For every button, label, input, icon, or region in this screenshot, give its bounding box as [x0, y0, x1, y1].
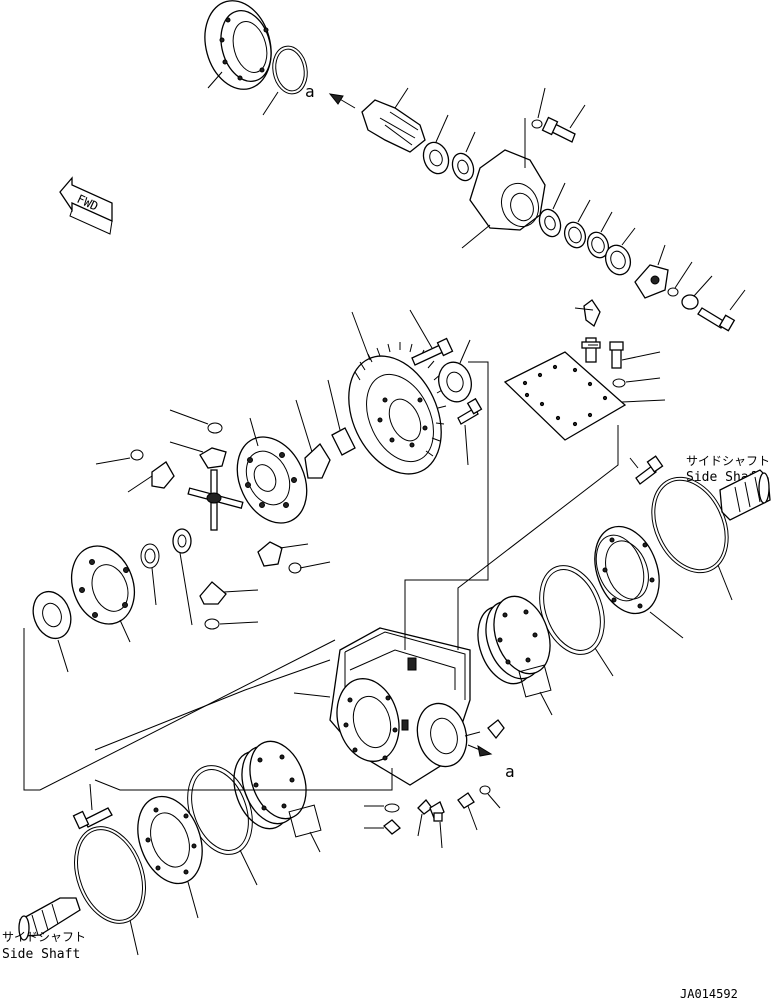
bolt-right [697, 289, 746, 332]
differential-case-half [236, 417, 308, 524]
reference-arrow-top: a [305, 82, 356, 109]
cover-washer [612, 377, 661, 388]
flat-washer [681, 275, 713, 310]
side-shaft-left-en: Side Shaft [2, 947, 80, 962]
o-ring-right [651, 476, 733, 601]
reference-arrow-right: a [467, 744, 515, 781]
breather-fitting [581, 337, 601, 363]
side-shaft-right [719, 469, 771, 521]
bolt-right-side [629, 455, 664, 485]
spider-cross [187, 469, 244, 531]
pinion-gear-right [257, 541, 309, 567]
bearing-1 [422, 114, 450, 175]
fwd-direction-marker: FWD [59, 176, 113, 235]
side-gear [295, 399, 331, 479]
clutch-discs-left [233, 740, 322, 853]
grouping-lines [23, 361, 619, 791]
side-shaft-left-jp: サイドシャフト [2, 930, 86, 944]
fitting-small [417, 799, 433, 837]
pinion-gear-left [127, 461, 175, 493]
o-ring-top [262, 45, 308, 116]
differential-case-left [71, 545, 135, 643]
bearing-small-middle [172, 528, 193, 626]
housing-plug [464, 719, 505, 740]
plug-fitting-1 [429, 801, 445, 849]
differential-housing [293, 627, 471, 786]
drawing-number: JA014592 [680, 987, 738, 1001]
thrust-washer-bottom [204, 618, 259, 630]
reference-letter-right: a [505, 762, 515, 781]
pinion-gear-top [169, 441, 227, 469]
bearing-2 [451, 131, 476, 182]
cover-bolt [609, 341, 661, 369]
reference-letter-top: a [305, 82, 315, 101]
drive-pinion [361, 87, 426, 153]
side-shaft-right-jp: サイドシャフト [686, 454, 770, 468]
bearing-cone-right [538, 182, 566, 238]
bearing-ring-gear-side [438, 339, 472, 403]
washer-left [95, 449, 144, 465]
bolt-ring-gear-lower [457, 397, 483, 466]
seal-ring-2 [586, 211, 613, 259]
lock-plate [327, 379, 356, 456]
breather-elbow [574, 299, 601, 328]
ring-gear [348, 311, 447, 475]
thrust-washer-top [169, 409, 223, 434]
pinion-cage-flange [204, 0, 272, 90]
bolt-top-right [541, 104, 586, 143]
o-ring-small-2 [479, 785, 501, 809]
plug-fitting-2 [457, 792, 478, 831]
washer-right [288, 561, 331, 574]
pinion-gear-bottom [199, 581, 259, 605]
coupling-collar [604, 227, 636, 276]
plug-lower [364, 819, 401, 835]
o-ring-small-1 [364, 803, 400, 813]
bolt-left-side [72, 783, 113, 830]
washer-top-right [531, 87, 546, 129]
small-washer [667, 261, 693, 297]
bolt-ring-gear [409, 309, 454, 366]
o-ring-left [74, 826, 146, 956]
piston-right [594, 525, 684, 639]
bearing-left [32, 590, 72, 673]
seal-ring-1 [563, 199, 591, 249]
yoke-coupling [634, 244, 669, 299]
piston-left [137, 795, 203, 919]
pinion-cage [461, 149, 546, 249]
shim-ring [140, 543, 160, 606]
clutch-discs-right [477, 595, 553, 716]
cover-plate [503, 351, 666, 441]
side-shaft-left [18, 897, 81, 941]
